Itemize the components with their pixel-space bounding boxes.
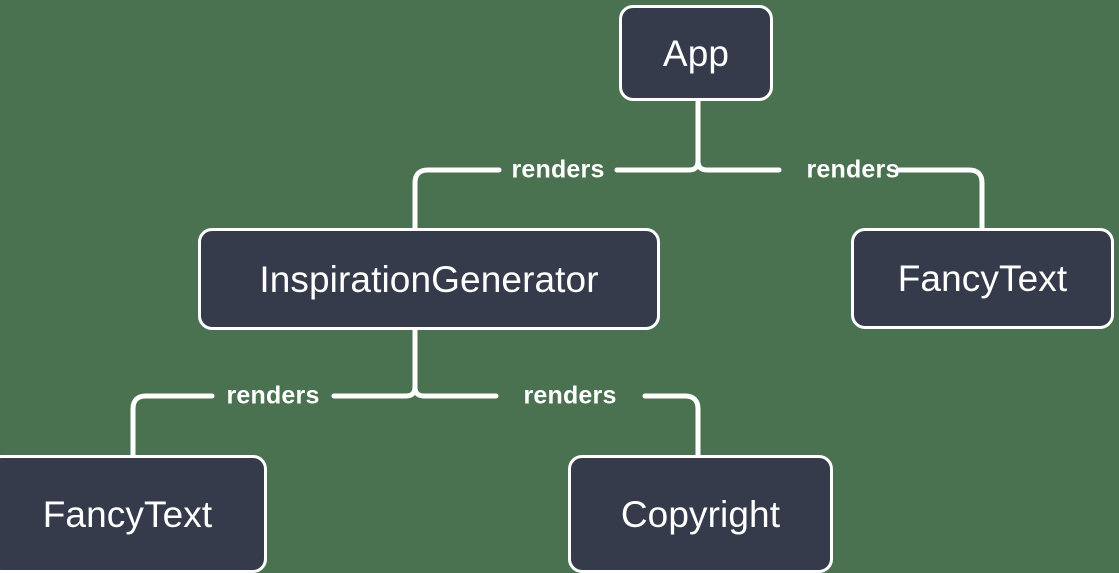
node-fancytext-left[interactable]: FancyText [0, 455, 267, 573]
node-inspiration-generator-label: InspirationGenerator [259, 258, 599, 300]
edge-inspiration-to-fancytext-left [331, 384, 418, 399]
edge-app-to-inspiration-tail [412, 167, 502, 231]
edge-inspiration-to-copyright-tail [642, 393, 701, 458]
edge-label-inspiration-to-copyright: renders [523, 381, 617, 410]
edge-inspiration-to-copyright [412, 384, 499, 399]
edge-layer [130, 98, 985, 458]
node-inspiration-generator[interactable]: InspirationGenerator [198, 228, 660, 330]
edge-label-app-to-inspiration: renders [511, 155, 605, 184]
node-fancytext-right-label: FancyText [897, 258, 1068, 299]
node-fancytext-right[interactable]: FancyText [851, 228, 1114, 329]
node-fancytext-left-label: FancyText [42, 493, 213, 535]
edge-app-to-fancytext-right [695, 158, 782, 173]
node-app[interactable]: App [619, 5, 773, 101]
node-copyright-label: Copyright [620, 493, 781, 535]
component-tree-diagram: App InspirationGenerator FancyText Fancy… [0, 5, 1114, 573]
edge-label-inspiration-to-fancytext-left: renders [226, 381, 320, 410]
edge-app-to-inspiration [614, 158, 701, 173]
node-app-label: App [662, 32, 730, 74]
edge-app-to-fancytext-right-tail [895, 167, 985, 231]
edge-inspiration-to-fancytext-left-tail [130, 393, 215, 458]
node-copyright[interactable]: Copyright [568, 455, 833, 573]
edge-label-app-to-fancytext-right: renders [806, 155, 900, 184]
